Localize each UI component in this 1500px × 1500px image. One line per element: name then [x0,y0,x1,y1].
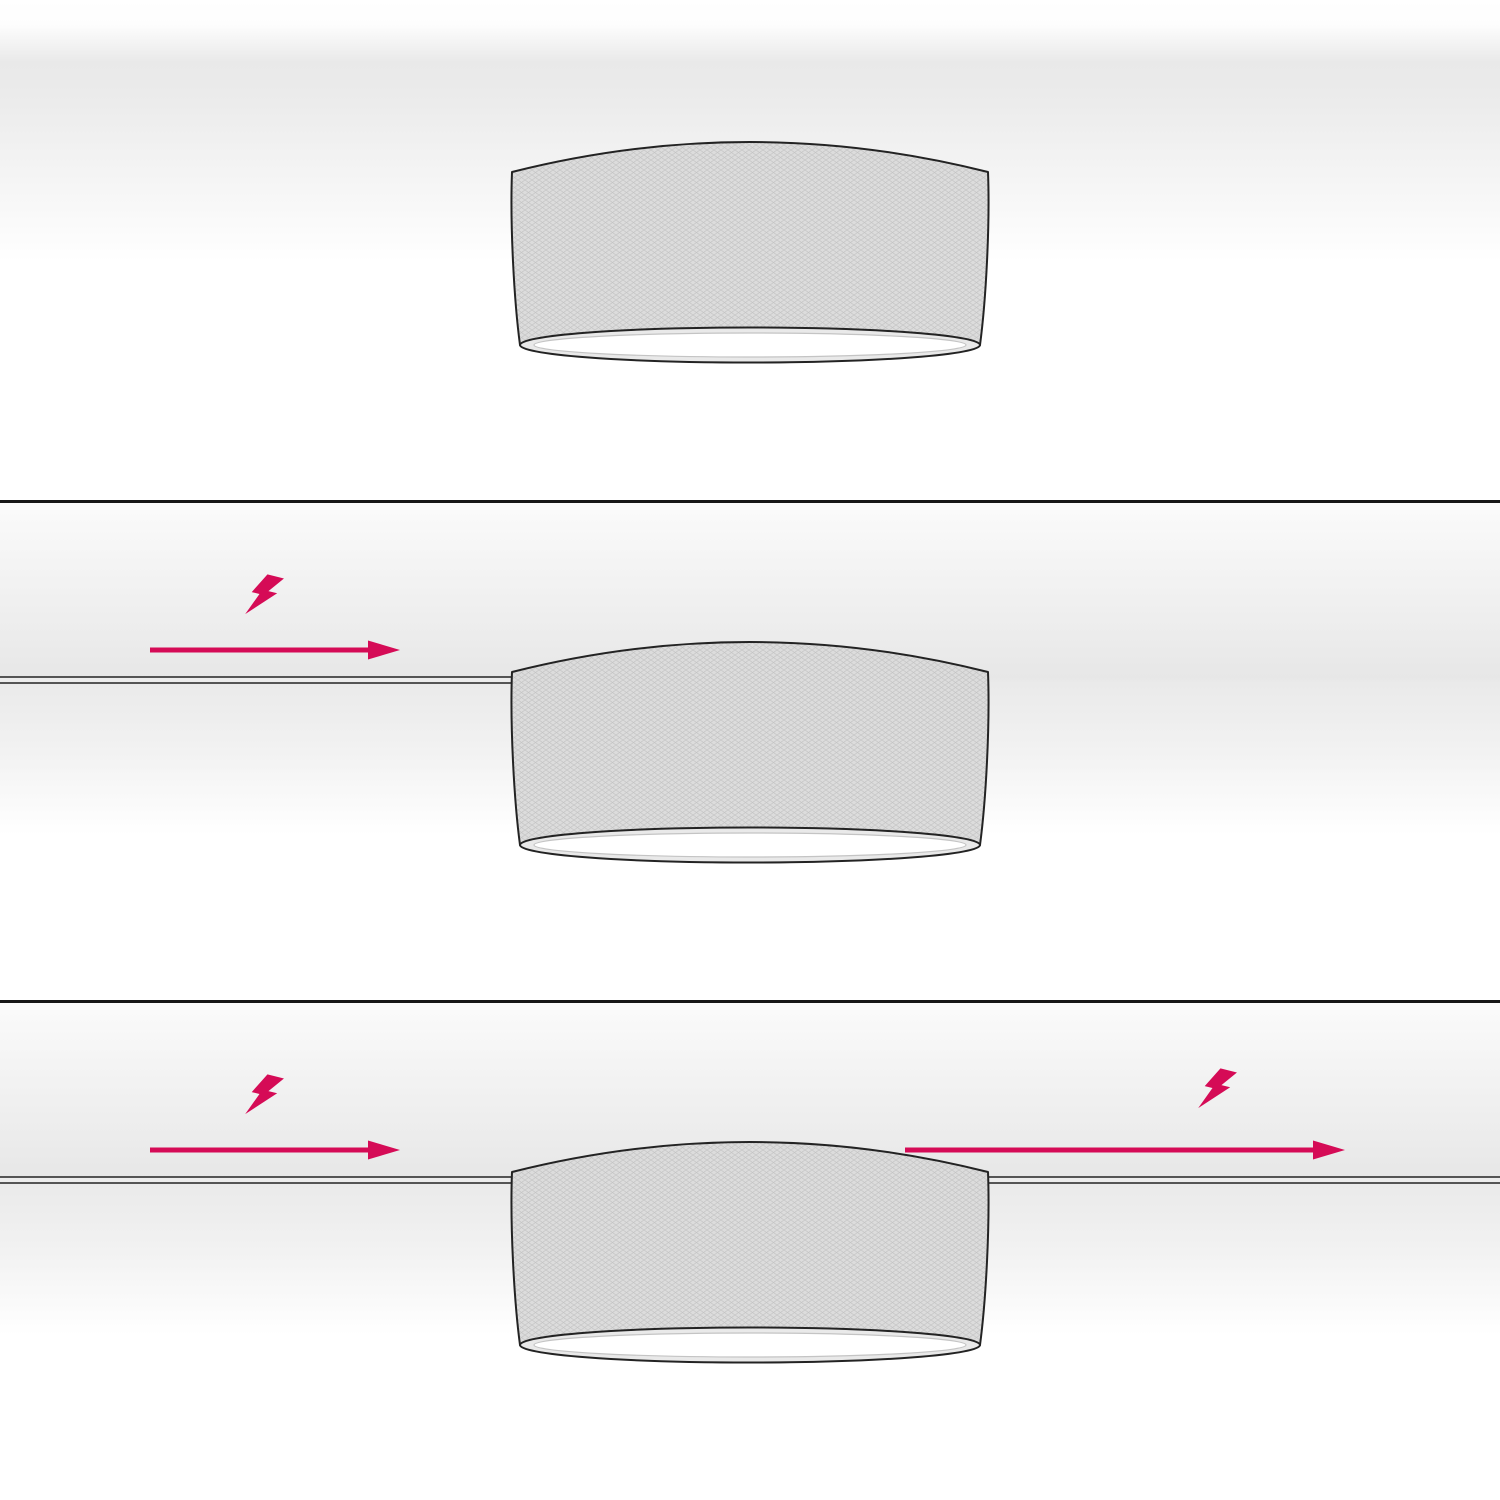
panel-drum-lampshade-cable-pass-through [0,1000,1500,1500]
lightning-icon [245,574,284,615]
drum-lampshade [510,641,990,864]
section-divider [0,1000,1500,1003]
drum-lampshade [510,141,990,364]
flow-arrow-right [905,1068,1345,1160]
panel-drawing [0,574,990,864]
panel-drawing [510,141,990,364]
lampshade-diffuser [533,1332,967,1358]
section-divider [0,500,1500,503]
flow-arrow-left [150,574,400,660]
lightning-icon [1198,1068,1237,1109]
flow-arrow-left [150,1074,400,1160]
panel-drawing [0,1068,1500,1364]
panel-drum-lampshade-cable-in-left [0,500,1500,1000]
lampshade-diffuser [533,832,967,858]
power-cable-left [0,1176,518,1184]
power-cable-right [982,1176,1500,1184]
lightning-icon [245,1074,284,1115]
arrow-right-icon [368,1140,400,1160]
drum-lampshade [510,1141,990,1364]
lampshade-diffuser [533,332,967,358]
arrow-right-icon [1313,1140,1345,1160]
arrow-right-icon [368,640,400,660]
panel-drum-lampshade-no-cable [0,0,1500,500]
power-cable-left [0,676,518,684]
